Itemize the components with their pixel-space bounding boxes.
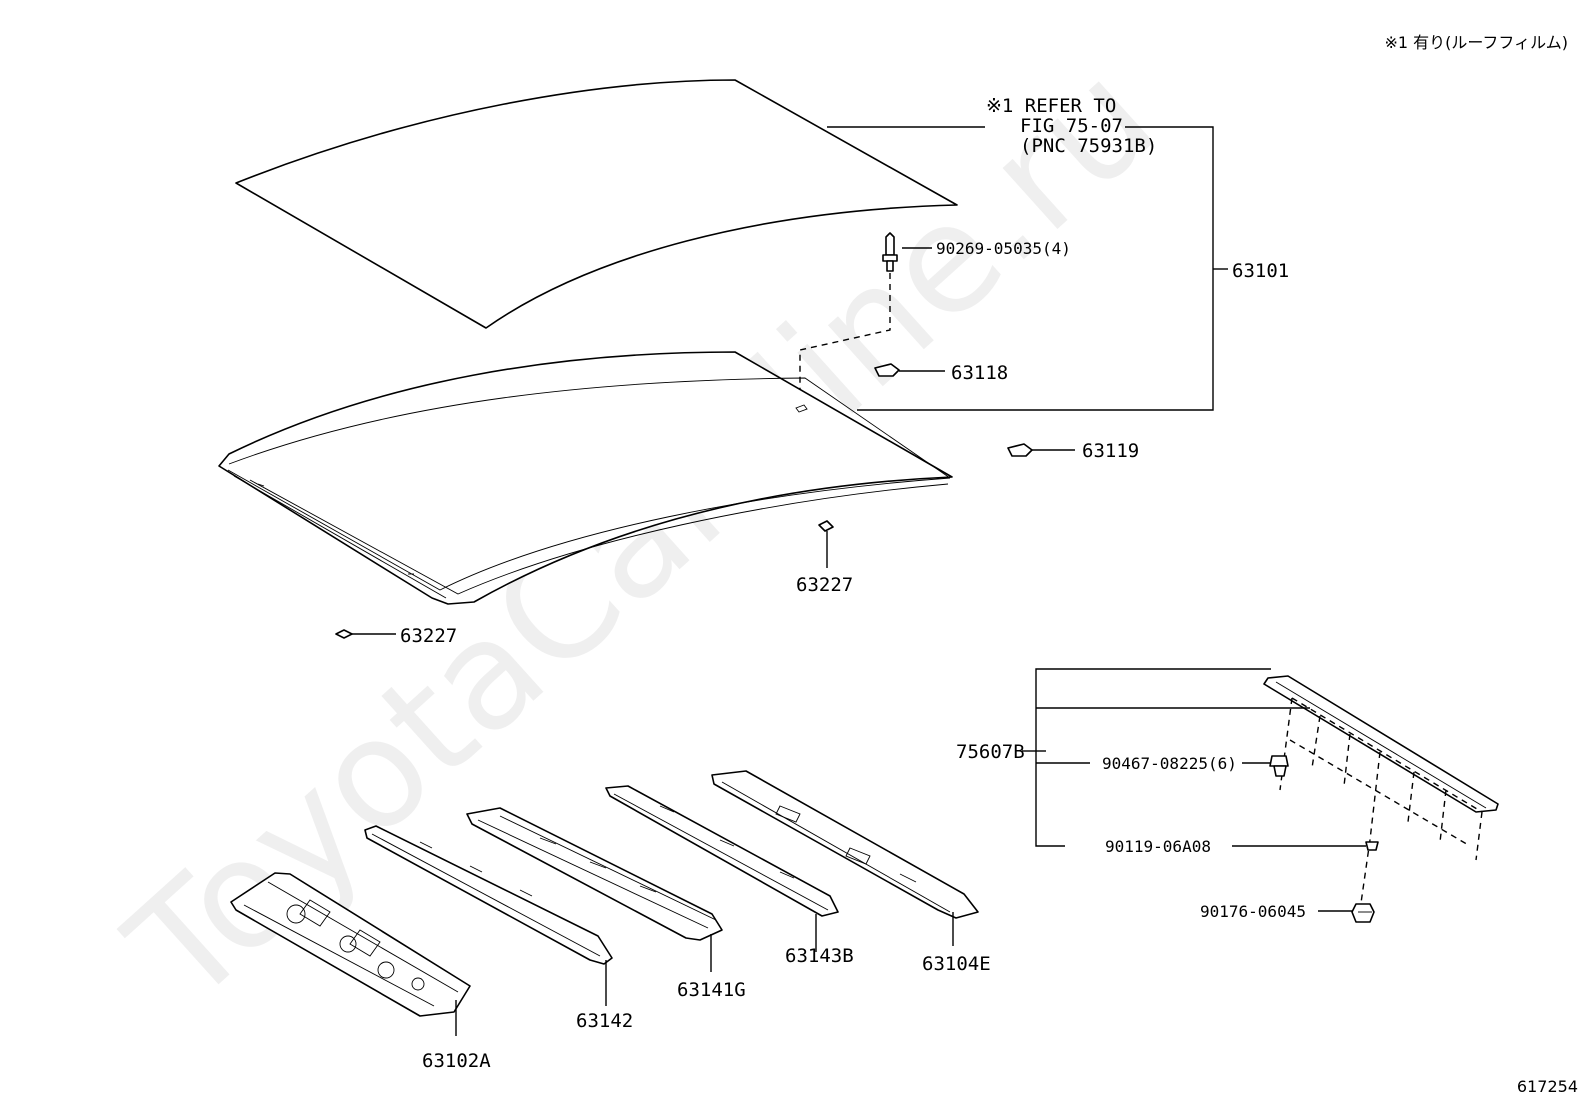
refer-note-line1: ※1 REFER TO (986, 95, 1116, 117)
callout-63119: 63119 (1082, 440, 1139, 462)
callout-63143B: 63143B (785, 945, 854, 967)
clip-icon[interactable] (818, 520, 834, 532)
callout-90467-08225: 90467-08225(6) (1102, 754, 1237, 773)
callout-63104E: 63104E (922, 953, 991, 975)
callout-63118: 63118 (951, 362, 1008, 384)
bolt-icon[interactable] (882, 232, 898, 272)
clip-icon[interactable] (1269, 755, 1289, 777)
callout-90176-06045: 90176-06045 (1200, 902, 1306, 921)
header-note: ※1 有り(ルーフフィルム) (1384, 33, 1568, 52)
callout-63102A: 63102A (422, 1050, 491, 1072)
callout-63142: 63142 (576, 1010, 633, 1032)
roof-bow-63104E[interactable] (711, 770, 979, 919)
callout-63227: 63227 (796, 574, 853, 596)
nut-icon[interactable] (1351, 903, 1375, 923)
garnish-leader (1035, 668, 1271, 847)
callout-63101: 63101 (1232, 260, 1289, 282)
callout-75607B: 75607B (956, 741, 1025, 763)
refer-note-line2: FIG 75-07 (1020, 115, 1123, 137)
roof-film-panel[interactable] (235, 79, 958, 329)
bracket-icon[interactable] (1007, 443, 1033, 457)
roof-garnish[interactable] (1263, 675, 1499, 813)
screw-icon[interactable] (1365, 841, 1379, 851)
callout-90269-05035: 90269-05035(4) (936, 239, 1071, 258)
refer-note-line3: (PNC 75931B) (1020, 135, 1157, 157)
callout-63141G: 63141G (677, 979, 746, 1001)
clip-icon[interactable] (335, 629, 353, 639)
bracket-icon[interactable] (874, 363, 900, 377)
callout-63227: 63227 (400, 625, 457, 647)
figure-id: 617254 (1517, 1077, 1578, 1096)
callout-90119-06A08: 90119-06A08 (1105, 837, 1211, 856)
